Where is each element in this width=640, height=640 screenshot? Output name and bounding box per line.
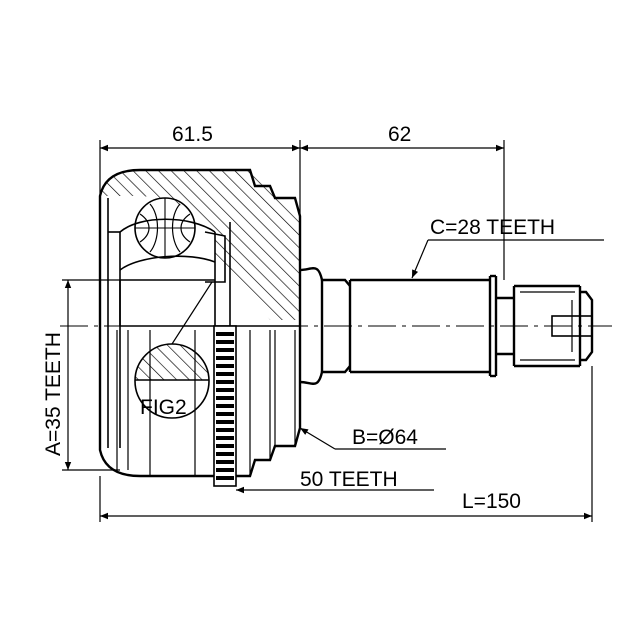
- abs-tooth: [216, 404, 234, 408]
- abs-tooth: [216, 356, 234, 360]
- dimension-61-5: 61.5: [172, 123, 213, 146]
- abs-tooth: [216, 396, 234, 400]
- label-abs-teeth: 50 TEETH: [300, 468, 398, 491]
- fig2-label: FIG2: [140, 396, 187, 419]
- ball-bearing: [134, 197, 196, 259]
- stub-shaft: [299, 267, 594, 385]
- abs-tooth: [216, 340, 234, 344]
- abs-tooth: [216, 444, 234, 448]
- abs-tooth: [216, 420, 234, 424]
- abs-tooth: [216, 428, 234, 432]
- abs-tooth: [216, 412, 234, 416]
- label-length-l: L=150: [462, 490, 521, 513]
- abs-tooth: [216, 332, 234, 336]
- dimension-lines: [62, 140, 604, 522]
- abs-tooth: [216, 380, 234, 384]
- abs-ring: [213, 325, 237, 487]
- label-spline-a: A=35 TEETH: [42, 332, 65, 456]
- abs-tooth: [216, 364, 234, 368]
- label-spline-c: C=28 TEETH: [430, 216, 555, 239]
- abs-tooth: [216, 460, 234, 464]
- abs-tooth: [216, 388, 234, 392]
- dimension-62: 62: [388, 123, 411, 146]
- abs-tooth: [216, 436, 234, 440]
- abs-tooth: [216, 468, 234, 472]
- label-diameter-b: B=Ø64: [352, 426, 418, 449]
- outer-housing: [98, 168, 302, 478]
- abs-tooth: [216, 348, 234, 352]
- abs-tooth: [216, 372, 234, 376]
- abs-tooth: [216, 476, 234, 480]
- abs-tooth: [216, 452, 234, 456]
